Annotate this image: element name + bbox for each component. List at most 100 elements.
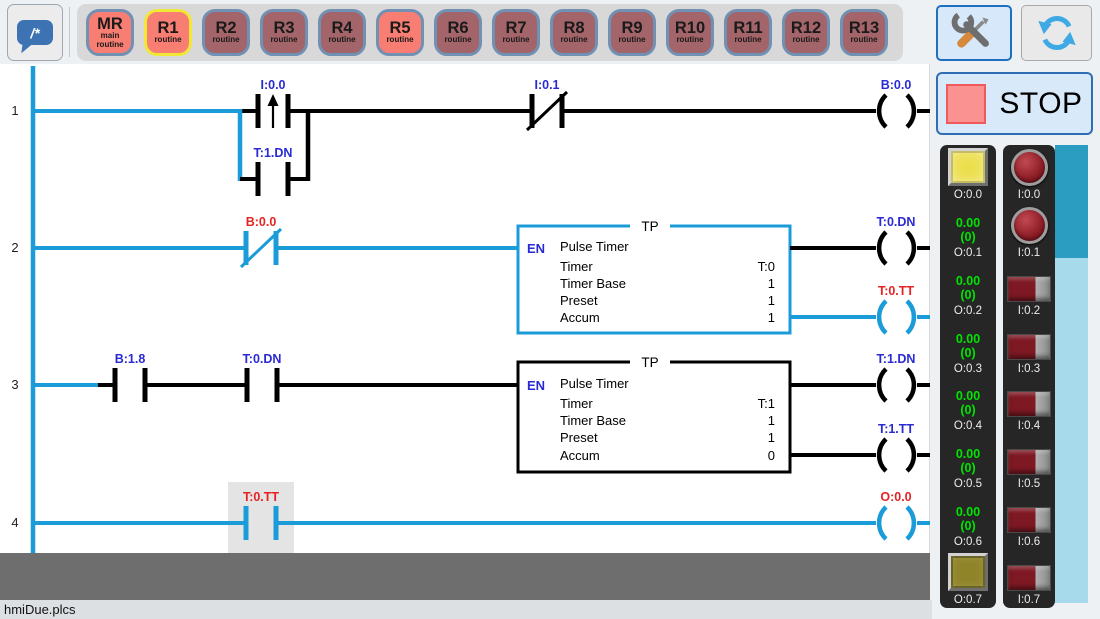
rung2-tt-coil[interactable]: T:0.TT xyxy=(876,284,917,335)
routine-button-r11[interactable]: R11 routine xyxy=(724,9,772,56)
rung2-nc-contact[interactable]: B:0.0 xyxy=(239,215,283,269)
routine-button-r4[interactable]: R4 routine xyxy=(318,9,366,56)
ladder-canvas[interactable]: 1 I:0.0 T:1.DN xyxy=(0,64,930,553)
svg-text:Preset: Preset xyxy=(560,430,598,445)
svg-text:1: 1 xyxy=(768,310,775,325)
io-panel-scrollbar[interactable] xyxy=(1055,145,1088,603)
coil-address: B:0.0 xyxy=(881,78,912,92)
block-en-label: EN xyxy=(527,241,545,256)
output-count: (0) xyxy=(960,287,976,302)
coil-address: T:0.TT xyxy=(878,284,914,298)
routine-sublabel: routine xyxy=(386,35,414,45)
rung3-contact-2[interactable]: T:0.DN xyxy=(243,352,282,402)
rung3-dn-coil[interactable]: T:1.DN xyxy=(877,352,917,403)
routine-sublabel: routine xyxy=(792,35,820,45)
routine-label: R3 xyxy=(273,18,295,37)
input-rocker-switch[interactable] xyxy=(1007,507,1051,534)
input-label: I:0.2 xyxy=(1017,304,1041,317)
routine-sublabel: routine xyxy=(618,35,646,45)
rung1-nc-contact[interactable]: I:0.1 xyxy=(525,78,569,132)
svg-text:1: 1 xyxy=(768,276,775,291)
comment-button[interactable]: /* xyxy=(7,4,63,61)
output-cell: 0.00 (0) O:0.6 xyxy=(940,492,996,550)
block-name: Pulse Timer xyxy=(560,239,629,254)
routine-label: R2 xyxy=(215,18,237,37)
input-cell: I:0.1 xyxy=(1003,203,1055,261)
output-pushbutton-off xyxy=(948,553,988,591)
rung1-osr-contact[interactable]: I:0.0 xyxy=(255,78,291,128)
input-rocker-switch[interactable] xyxy=(1007,275,1051,302)
svg-text:1: 1 xyxy=(768,413,775,428)
routine-sublabel: routine xyxy=(212,35,240,45)
output-cell: 0.00 (0) O:0.5 xyxy=(940,434,996,492)
routine-sublabel: routine xyxy=(676,35,704,45)
rung4-contact-selected[interactable]: T:0.TT xyxy=(243,490,279,540)
refresh-icon xyxy=(1037,16,1076,50)
rung-number: 2 xyxy=(11,240,18,255)
routine-sublabel: routine xyxy=(444,35,472,45)
routine-button-r3[interactable]: R3 routine xyxy=(260,9,308,56)
routine-button-r8[interactable]: R8 routine xyxy=(550,9,598,56)
routine-button-r6[interactable]: R6 routine xyxy=(434,9,482,56)
routine-label: R5 xyxy=(389,18,411,37)
scrollbar-thumb[interactable] xyxy=(1055,145,1088,258)
input-label: I:0.6 xyxy=(1017,536,1041,549)
ladder-diagram: 1 I:0.0 T:1.DN xyxy=(11,66,930,553)
output-cell: 0.00 (0) O:0.2 xyxy=(940,261,996,319)
rung4-output-coil[interactable]: O:0.0 xyxy=(876,490,917,541)
contact-address: B:1.8 xyxy=(115,352,146,366)
routine-button-r9[interactable]: R9 routine xyxy=(608,9,656,56)
svg-text:Timer: Timer xyxy=(560,396,593,411)
output-count: (0) xyxy=(960,229,976,244)
rung2-timer-block[interactable]: TP EN Pulse Timer Timer T:0 Timer Base 1… xyxy=(516,218,792,335)
input-cell: I:0.6 xyxy=(1003,492,1055,550)
routine-button-r12[interactable]: R12 routine xyxy=(782,9,830,56)
input-rocker-switch[interactable] xyxy=(1007,565,1051,591)
rung-number: 3 xyxy=(11,377,18,392)
input-label: I:0.7 xyxy=(1017,594,1041,606)
rung3-contact-1[interactable]: B:1.8 xyxy=(112,352,148,402)
routine-button-r7[interactable]: R7 routine xyxy=(492,9,540,56)
comment-bubble-icon: /* xyxy=(17,20,53,45)
routine-sublabel: routine xyxy=(560,35,588,45)
input-rocker-switch[interactable] xyxy=(1007,449,1051,476)
routine-button-r13[interactable]: R13 routine xyxy=(840,9,888,56)
routine-button-r5[interactable]: R5 routine xyxy=(376,9,424,56)
outputs-panel: O:0.0 0.00 (0) O:0.1 0.00 (0) O:0.2 0.00… xyxy=(940,145,996,608)
input-rocker-switch[interactable] xyxy=(1007,391,1051,418)
routine-sublabel: routine xyxy=(734,35,762,45)
contact-address: T:0.DN xyxy=(243,352,282,366)
routine-button-r10[interactable]: R10 routine xyxy=(666,9,714,56)
routine-label: R7 xyxy=(505,18,527,37)
rung2-dn-coil[interactable]: T:0.DN xyxy=(877,215,917,266)
routine-button-r1[interactable]: R1 routine xyxy=(144,9,192,56)
input-rocker-switch[interactable] xyxy=(1007,333,1051,360)
output-label: O:0.3 xyxy=(953,362,983,375)
input-cell: I:0.3 xyxy=(1003,319,1055,377)
input-round-button[interactable] xyxy=(1010,206,1048,244)
tools-button[interactable] xyxy=(936,5,1012,61)
routine-label: R10 xyxy=(674,18,706,37)
refresh-button[interactable] xyxy=(1021,5,1092,61)
input-label: I:0.0 xyxy=(1017,188,1041,201)
rung3-tt-coil[interactable]: T:1.TT xyxy=(876,422,917,473)
svg-text:T:1: T:1 xyxy=(758,396,775,411)
svg-text:Preset: Preset xyxy=(560,293,598,308)
rung-4: 4 T:0.TT O:0.0 xyxy=(11,490,930,541)
output-count: (0) xyxy=(960,345,976,360)
rung1-output-coil[interactable]: B:0.0 xyxy=(876,78,917,129)
input-round-button[interactable] xyxy=(1010,148,1048,186)
toolbar-divider xyxy=(69,7,70,57)
rung1-parallel-contact[interactable]: T:1.DN xyxy=(254,146,293,196)
routine-button-r2[interactable]: R2 routine xyxy=(202,9,250,56)
output-label: O:0.1 xyxy=(953,246,983,259)
selection-highlight xyxy=(228,482,294,553)
routine-button-mr[interactable]: MR main routine xyxy=(86,9,134,56)
rung3-timer-block[interactable]: TP EN Pulse Timer Timer T:1 Timer Base 1… xyxy=(516,355,792,474)
contact-address: T:1.DN xyxy=(254,146,293,160)
input-cell: I:0.7 xyxy=(1003,550,1055,608)
output-cell: O:0.0 xyxy=(940,145,996,203)
routine-label: R9 xyxy=(621,18,643,37)
stop-button[interactable]: STOP xyxy=(936,72,1093,135)
